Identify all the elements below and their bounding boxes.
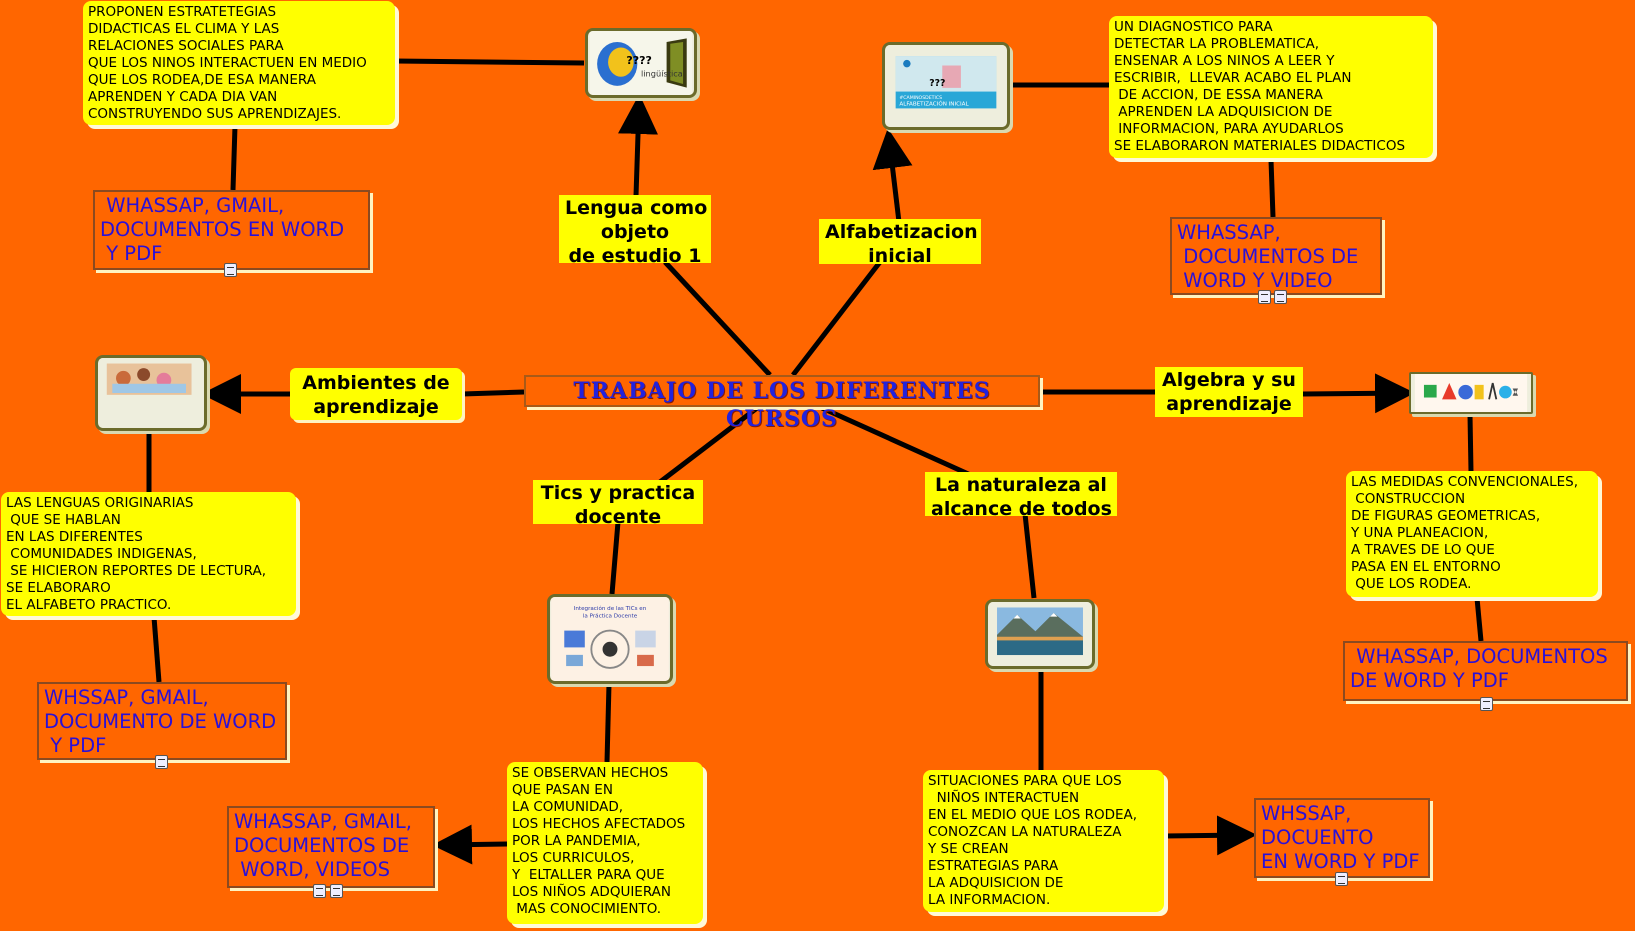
document-icon[interactable]: [1274, 290, 1287, 304]
svg-text:#CAMINOSDETICS: #CAMINOSDETICS: [899, 95, 942, 101]
image-tics[interactable]: Integración de las TICs en la Práctica D…: [547, 594, 673, 684]
classroom-photo: [99, 358, 203, 428]
note-alfabetizacion: UN DIAGNOSTICO PARA DETECTAR LA PROBLEMA…: [1109, 16, 1433, 158]
geometry-shapes-illustration: [1414, 374, 1528, 412]
note-lengua: PROPONEN ESTRATETEGIAS DIDACTICAS EL CLI…: [83, 1, 395, 125]
note-tics: SE OBSERVAN HECHOS QUE PASAN EN LA COMUN…: [507, 762, 703, 924]
topic-tics[interactable]: Tics y practica docente: [533, 480, 703, 528]
tools-alfabetizacion: WHASSAP, DOCUMENTOS DE WORD Y VIDEO: [1170, 217, 1382, 295]
attachment-icon[interactable]: [224, 263, 237, 277]
svg-text:ALFABETIZACIÓN INICIAL: ALFABETIZACIÓN INICIAL: [899, 101, 969, 108]
image-naturaleza[interactable]: [985, 599, 1095, 669]
svg-text:la Práctica Docente: la Práctica Docente: [583, 613, 638, 620]
svg-text:????: ????: [626, 54, 651, 67]
document-icon[interactable]: [330, 884, 343, 898]
image-alfabetizacion[interactable]: ??? #CAMINOSDETICS ALFABETIZACIÓN INICIA…: [882, 42, 1010, 130]
note-ambientes: LAS LENGUAS ORIGINARIAS QUE SE HABLAN EN…: [1, 492, 296, 616]
literacy-illustration: ??? #CAMINOSDETICS ALFABETIZACIÓN INICIA…: [886, 45, 1006, 127]
topic-naturaleza[interactable]: La naturaleza al alcance de todos: [925, 472, 1117, 520]
image-algebra[interactable]: [1409, 372, 1533, 414]
tools-tics: WHASSAP, GMAIL, DOCUMENTOS DE WORD, VIDE…: [227, 806, 435, 888]
topic-lengua[interactable]: Lengua como objeto de estudio 1: [559, 195, 711, 267]
landscape-photo: [989, 602, 1091, 666]
tools-lengua: WHASSAP, GMAIL, DOCUMENTOS EN WORD Y PDF: [93, 190, 370, 270]
svg-text:lingüística: lingüística: [641, 69, 683, 79]
tools-naturaleza: WHSSAP, DOCUENTO EN WORD Y PDF: [1254, 798, 1430, 878]
attachment-icon[interactable]: [313, 884, 326, 898]
attachment-icon[interactable]: [1258, 290, 1271, 304]
svg-text:Integración de las TICs en: Integración de las TICs en: [574, 605, 647, 612]
attachment-icon[interactable]: [1480, 697, 1493, 711]
linguistics-illustration: ???? lingüística: [589, 31, 693, 95]
attachment-icon[interactable]: [1335, 872, 1348, 886]
topic-alfabetizacion[interactable]: Alfabetizacion inicial: [819, 219, 981, 267]
topic-algebra[interactable]: Algebra y su aprendizaje: [1155, 367, 1303, 417]
topic-ambientes[interactable]: Ambientes de aprendizaje: [290, 368, 462, 420]
tools-algebra: WHASSAP, DOCUMENTOS DE WORD Y PDF: [1343, 641, 1628, 701]
image-ambientes[interactable]: [95, 355, 207, 431]
svg-text:???: ???: [929, 78, 945, 89]
tools-ambientes: WHSSAP, GMAIL, DOCUMENTO DE WORD Y PDF: [37, 682, 287, 760]
attachment-icon[interactable]: [155, 755, 168, 769]
central-topic[interactable]: TRABAJO DE LOS DIFERENTES CURSOS: [524, 375, 1040, 432]
tics-illustration: Integración de las TICs en la Práctica D…: [551, 597, 669, 681]
note-algebra: LAS MEDIDAS CONVENCIONALES, CONSTRUCCION…: [1346, 471, 1598, 597]
image-lengua[interactable]: ???? lingüística: [585, 28, 697, 98]
note-naturaleza: SITUACIONES PARA QUE LOS NIÑOS INTERACTU…: [923, 770, 1164, 912]
